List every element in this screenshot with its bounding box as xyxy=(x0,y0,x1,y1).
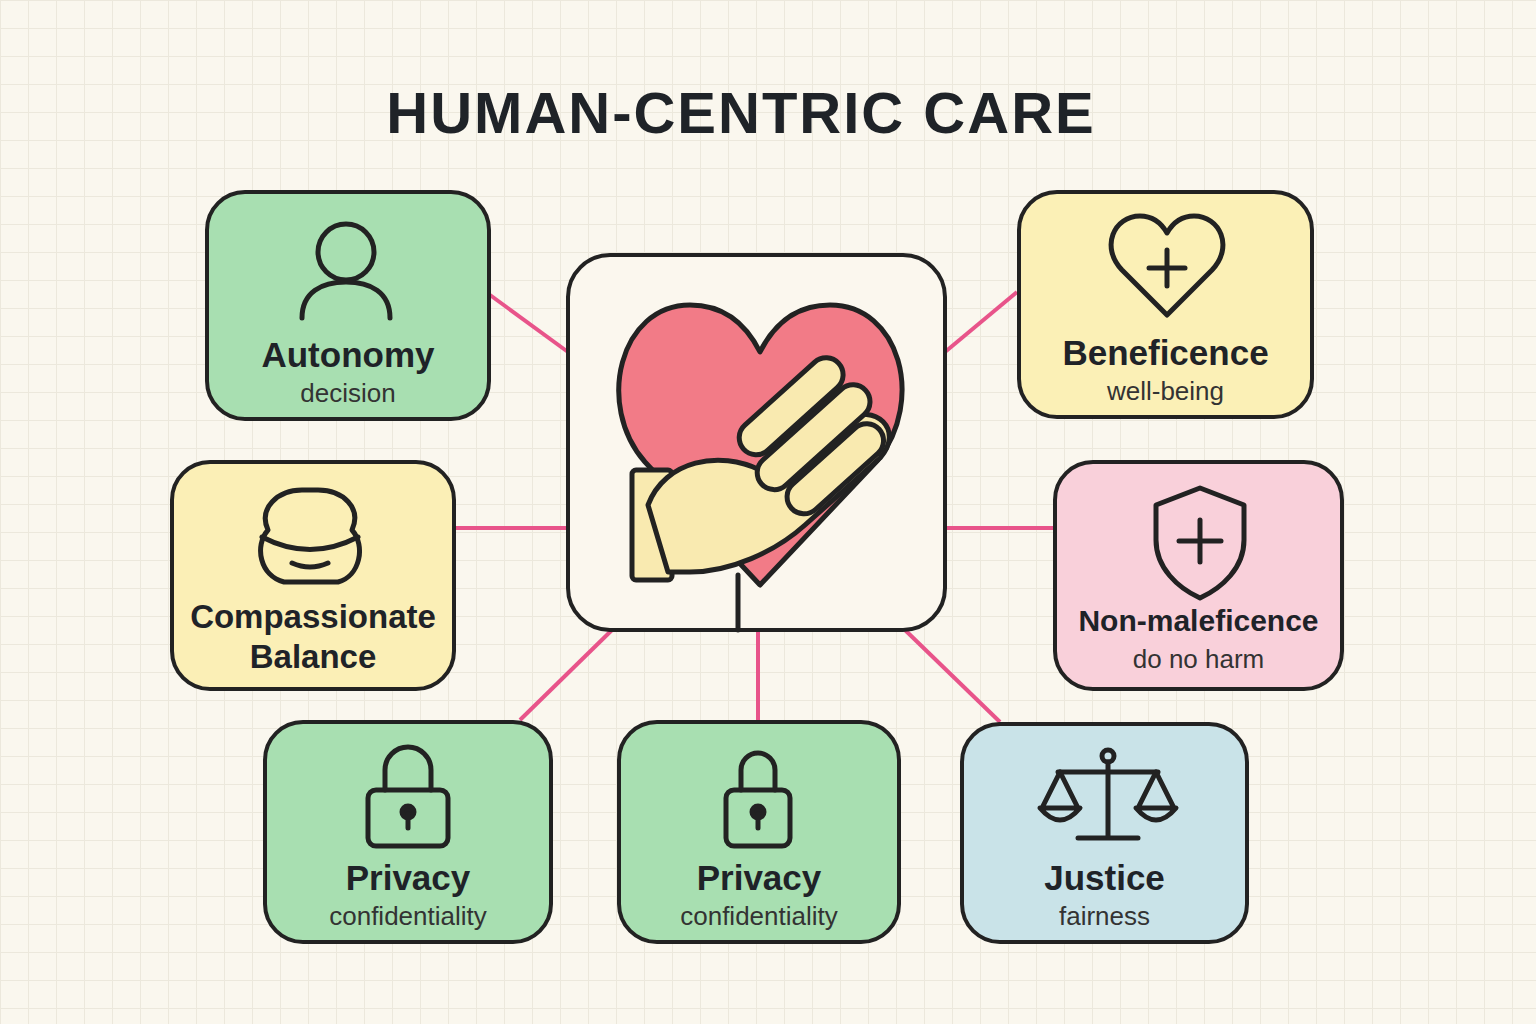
scales-pan xyxy=(1136,772,1176,820)
padlock-body xyxy=(368,790,448,846)
principle-description: confidentiality xyxy=(329,898,487,934)
heart-plus-icon xyxy=(1111,216,1223,315)
padlock-shackle xyxy=(741,753,775,790)
person-icon xyxy=(302,224,390,318)
connector-line xyxy=(490,295,568,352)
shield-outline xyxy=(1156,488,1244,598)
principle-description: decision xyxy=(300,375,395,411)
scales-base xyxy=(1078,836,1138,841)
principle-box: Justicefairness xyxy=(960,722,1249,944)
icons xyxy=(261,216,1244,846)
principle-box: Autonomydecision xyxy=(205,190,491,421)
plus-line xyxy=(1165,250,1170,286)
connector-line xyxy=(520,630,612,720)
center-box xyxy=(568,255,945,630)
principle-name: Beneficence xyxy=(1054,333,1276,373)
scales-pan xyxy=(1040,772,1080,820)
padlock-keyhole xyxy=(756,814,761,828)
principle-name: Privacy xyxy=(689,858,830,898)
person-head xyxy=(318,224,374,280)
plus-line xyxy=(1149,266,1185,271)
plus-line xyxy=(1198,520,1203,562)
heart-outline xyxy=(1111,216,1223,315)
connector-line xyxy=(455,526,568,530)
scales-beam xyxy=(1058,770,1158,775)
person-body xyxy=(302,282,390,318)
connector-line xyxy=(945,292,1017,352)
diagram-title: HUMAN-CENTRIC CARE xyxy=(0,78,1482,148)
connector-lines xyxy=(455,292,1053,722)
connector-line xyxy=(905,630,1000,722)
padlock-icon xyxy=(726,753,790,846)
principle-box: Beneficencewell-being xyxy=(1017,190,1314,419)
principle-description: confidentiality xyxy=(680,898,838,934)
padlock-body xyxy=(726,790,790,846)
padlock-keyhole xyxy=(752,806,764,818)
principle-box: Privacyconfidentiality xyxy=(263,720,553,944)
heart-hand-illustration xyxy=(619,305,903,630)
principle-description: well-being xyxy=(1107,373,1224,409)
stem-line xyxy=(736,575,741,630)
embrace-arm xyxy=(262,537,358,550)
connector-line xyxy=(945,526,1053,530)
principle-name: Justice xyxy=(1036,858,1173,898)
principle-box: Compassionate Balance xyxy=(170,460,456,691)
plus-line xyxy=(1179,539,1221,544)
principle-name: Privacy xyxy=(338,858,479,898)
padlock-keyhole xyxy=(402,806,414,818)
padlock-shackle xyxy=(385,747,431,790)
shield-plus-icon xyxy=(1156,488,1244,598)
principle-description: fairness xyxy=(1059,898,1150,934)
principle-box: Non-maleficencedo no harm xyxy=(1053,460,1344,691)
scales-top xyxy=(1102,750,1114,762)
embrace-outline xyxy=(261,490,360,582)
padlock-keyhole xyxy=(406,814,411,828)
principle-box: Privacyconfidentiality xyxy=(617,720,901,944)
finger-shape xyxy=(780,417,890,521)
scales-post xyxy=(1106,762,1111,836)
embrace-smile xyxy=(292,563,328,567)
principle-name: Autonomy xyxy=(253,335,442,375)
heart-shape xyxy=(619,305,902,585)
scales-icon xyxy=(1040,750,1176,838)
padlock-icon xyxy=(368,747,448,846)
principle-name: Compassionate Balance xyxy=(174,597,452,677)
embrace-icon xyxy=(261,490,360,582)
principle-name: Non-maleficence xyxy=(1070,601,1326,641)
principle-description: do no harm xyxy=(1133,641,1265,677)
connector-line xyxy=(756,630,760,720)
finger-group xyxy=(725,349,903,524)
